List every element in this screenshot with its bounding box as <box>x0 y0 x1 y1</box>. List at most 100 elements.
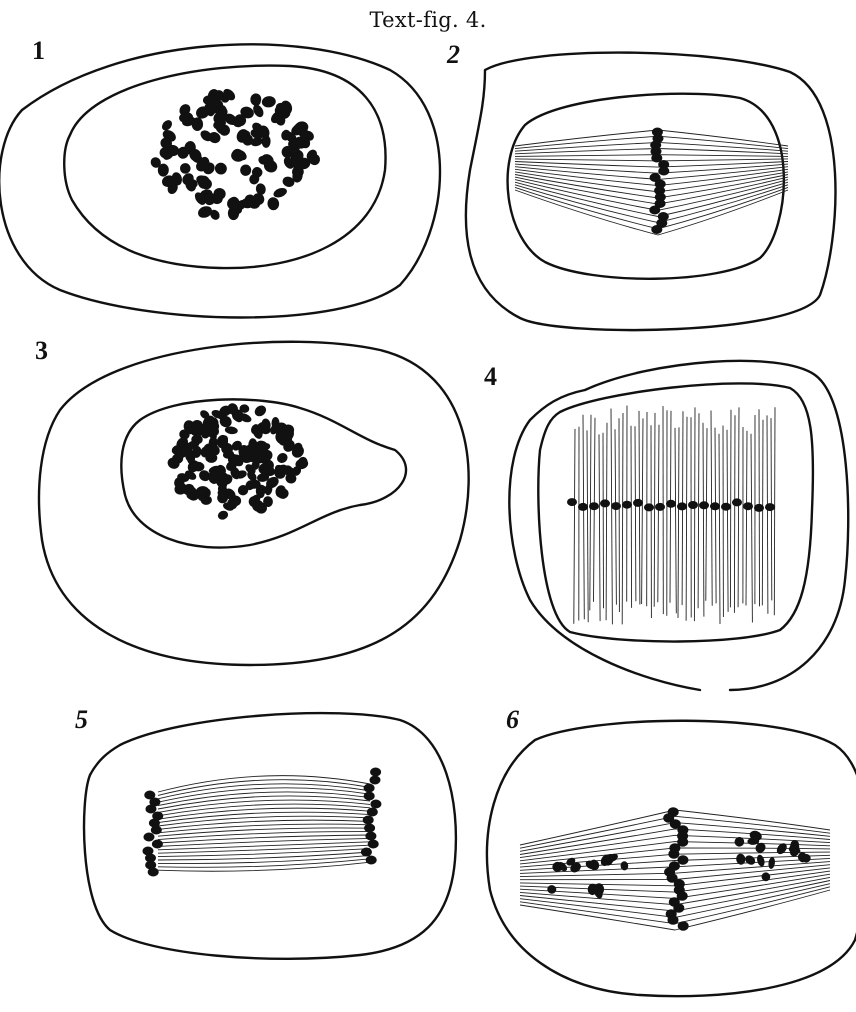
chromosome <box>578 503 588 511</box>
spindle-fiber <box>515 155 788 157</box>
spindle-fiber <box>590 415 591 611</box>
chromosome <box>253 403 269 418</box>
chromosome <box>361 848 372 857</box>
spindle-fiber <box>158 838 370 846</box>
chromosome <box>688 501 698 509</box>
chromosome <box>370 768 381 777</box>
chromosome <box>677 502 687 510</box>
chromosome <box>151 826 162 835</box>
chromosome <box>217 509 230 521</box>
cell-3-chromosomes <box>166 402 309 521</box>
cell-2-nucleus <box>508 94 784 279</box>
spindle-fiber <box>158 780 370 796</box>
chromosome <box>666 500 676 508</box>
spindle-fiber <box>611 409 612 625</box>
chromosome <box>655 503 665 511</box>
spindle-fiber <box>675 428 676 613</box>
cell-1-chromosomes <box>149 87 321 222</box>
chromosome <box>768 857 776 870</box>
spindle-fiber <box>603 433 604 609</box>
cell-6-spindle <box>520 807 830 931</box>
chromosome <box>230 149 245 163</box>
spindle-fiber <box>515 164 788 173</box>
chromosome <box>213 160 230 177</box>
chromosome <box>364 784 375 793</box>
spindle-fiber <box>694 407 695 621</box>
chromosome <box>275 451 289 465</box>
spindle-fiber <box>774 407 775 615</box>
chromosome <box>174 477 184 488</box>
cell-1 <box>0 44 440 317</box>
spindle-fiber <box>615 429 616 604</box>
spindle-fiber <box>642 418 643 604</box>
spindle-fiber <box>738 407 739 607</box>
spindle-fiber <box>706 428 707 601</box>
chromosome <box>668 915 679 925</box>
spindle-fiber <box>622 413 623 624</box>
spindle-fiber <box>751 434 752 623</box>
chromosome <box>649 206 660 215</box>
chromosome <box>765 503 775 511</box>
chromosome <box>678 921 689 931</box>
chromosome <box>370 776 381 785</box>
spindle-fiber <box>599 434 600 621</box>
chromosome <box>754 504 764 512</box>
chromosome <box>677 855 688 865</box>
chromosome <box>658 167 669 176</box>
chromosome <box>756 854 766 867</box>
spindle-fiber <box>703 423 704 617</box>
cell-4 <box>509 361 848 690</box>
chromosome <box>600 499 610 507</box>
chromosome <box>364 792 375 801</box>
chromosome <box>267 197 280 211</box>
spindle-fiber <box>767 415 768 613</box>
spindle-fiber <box>762 420 763 606</box>
spindle-fiber <box>730 410 731 608</box>
spindle-fiber <box>158 804 370 816</box>
spindle-fiber <box>727 430 728 612</box>
spindle-fiber <box>158 845 370 853</box>
spindle-fiber <box>606 423 607 621</box>
spindle-fiber <box>734 415 735 613</box>
spindle-fiber <box>587 430 588 622</box>
spindle-fiber <box>654 413 655 607</box>
chromosome <box>152 840 163 849</box>
chromosome <box>368 840 379 849</box>
chromosome <box>249 94 263 108</box>
spindle-fiber <box>678 427 679 618</box>
chromosome <box>370 800 381 809</box>
spindle-fiber <box>515 162 788 168</box>
chromosome <box>732 498 742 506</box>
chromosome <box>365 832 376 841</box>
spindle-fiber <box>631 426 632 608</box>
spindle-fiber <box>746 431 747 606</box>
chromosome <box>567 498 577 506</box>
chromosome <box>261 95 276 108</box>
chromosome <box>644 503 654 511</box>
spindle-fiber <box>719 434 720 624</box>
chromosome <box>651 225 662 234</box>
cell-5 <box>84 713 456 959</box>
chromosome <box>148 868 159 877</box>
spindle-fiber <box>639 411 640 605</box>
chromosome <box>668 849 679 859</box>
chromosome <box>364 824 375 833</box>
chromosome <box>699 501 709 509</box>
chromosome <box>743 502 753 510</box>
chromosome <box>146 805 157 814</box>
chromosome <box>721 503 731 511</box>
spindle-fiber <box>686 417 687 621</box>
spindle-fiber <box>574 429 575 624</box>
chromosome <box>272 186 288 199</box>
cell-5-outline <box>84 713 456 959</box>
spindle-fiber <box>698 413 699 608</box>
chromosome <box>144 833 155 842</box>
cell-3 <box>39 342 469 665</box>
chromosome <box>363 816 374 825</box>
chromosome <box>239 164 252 177</box>
spindle-fiber <box>158 808 370 819</box>
chromosome <box>743 853 757 866</box>
chromosome <box>589 502 599 510</box>
